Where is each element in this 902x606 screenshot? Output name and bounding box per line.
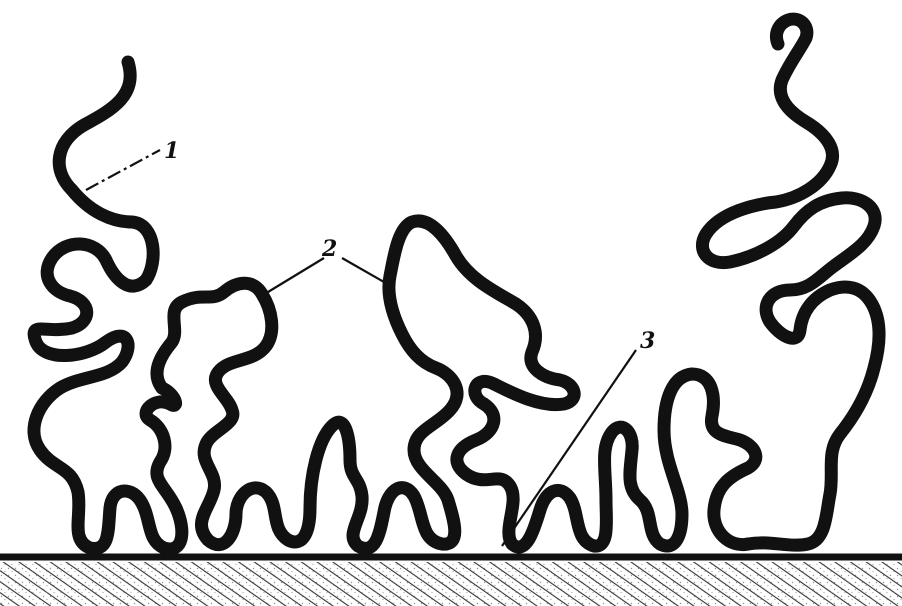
- polymer-chain-right: [702, 19, 879, 545]
- leader-line-1: [86, 150, 160, 190]
- leader-line-2b: [342, 258, 384, 282]
- label-2: 2: [321, 236, 337, 262]
- label-1: 1: [164, 138, 179, 164]
- substrate: [0, 557, 902, 606]
- substrate-speckle: [0, 562, 902, 606]
- polymer-chain-center-right: [457, 374, 756, 547]
- label-3: 3: [640, 328, 655, 354]
- leader-line-2a: [268, 258, 324, 292]
- polymer-chain-left: [34, 62, 182, 549]
